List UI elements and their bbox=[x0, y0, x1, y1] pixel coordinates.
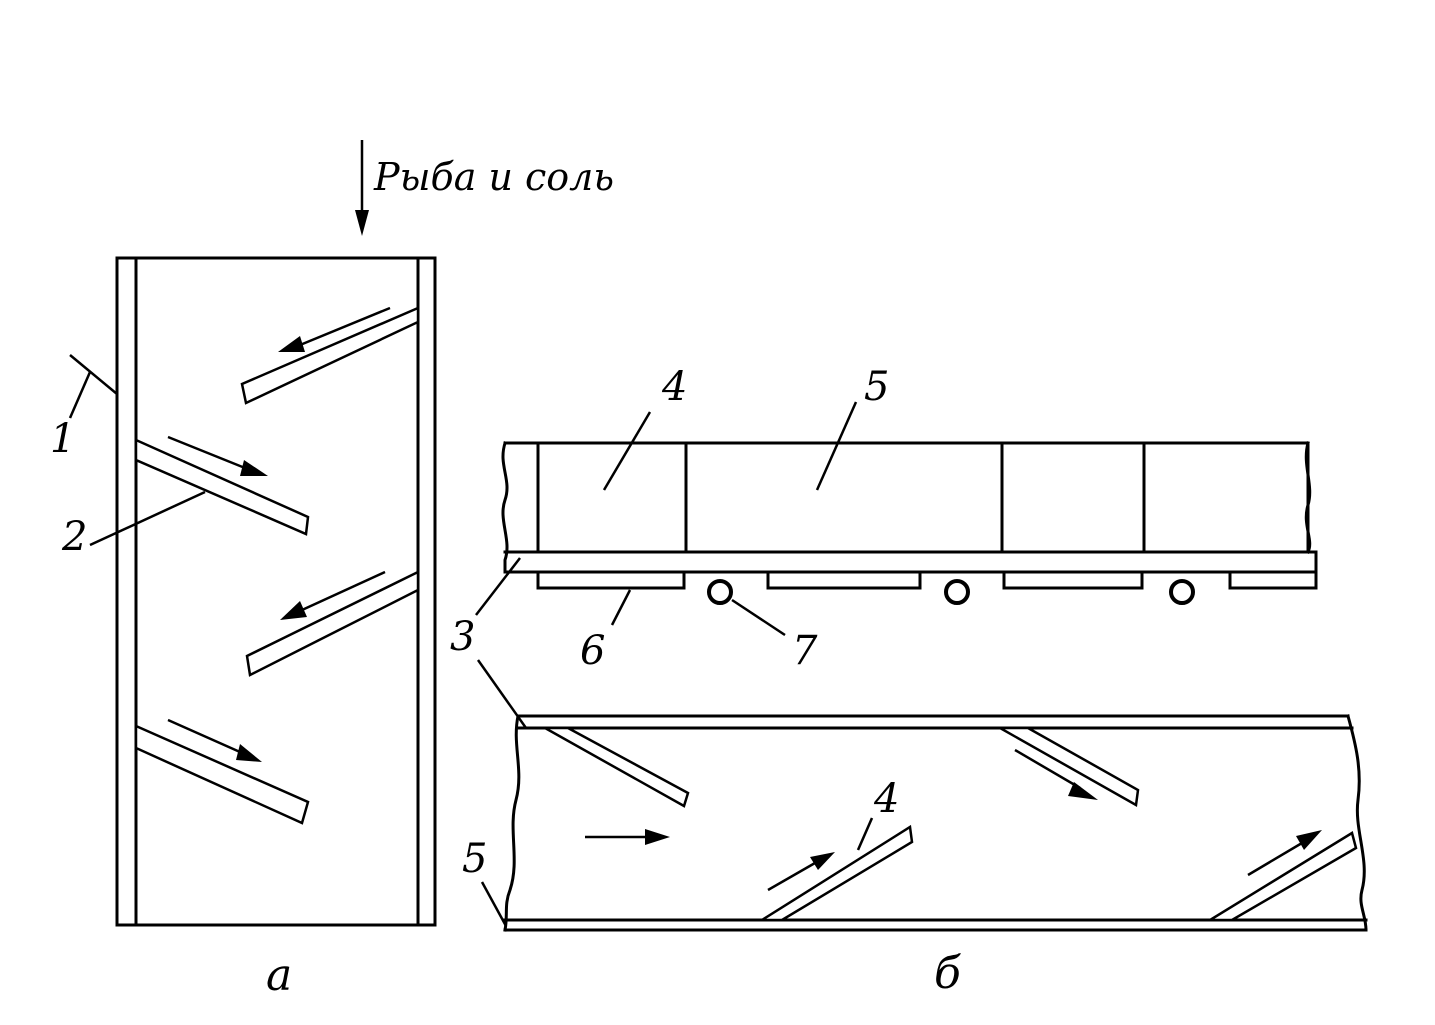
roller bbox=[944, 579, 970, 605]
support-plate bbox=[536, 570, 686, 590]
support-plate bbox=[1002, 570, 1144, 590]
panel-label-a: а bbox=[266, 950, 292, 1001]
support-plate bbox=[1228, 570, 1318, 590]
callout-leader-5-bottom bbox=[480, 881, 508, 927]
callout-label-2: 2 bbox=[61, 514, 87, 560]
plan-cut-edge-left bbox=[503, 714, 521, 932]
baffle-plate bbox=[134, 724, 310, 825]
flow-arrow bbox=[585, 829, 670, 845]
callout-label-4-bottom: 4 bbox=[873, 776, 899, 822]
panel-b-side-view: 4 5 6 7 3 bbox=[450, 364, 1318, 729]
flow-arrow bbox=[1247, 830, 1322, 877]
flow-arrow bbox=[167, 435, 268, 476]
callout-leader-2 bbox=[89, 490, 206, 547]
flow-arrow bbox=[767, 852, 835, 892]
panel-a-chute: Рыба и соль bbox=[50, 140, 614, 1001]
baffle-plate bbox=[134, 438, 310, 536]
guide-plate bbox=[540, 726, 690, 808]
callout-leader-1b bbox=[68, 371, 92, 419]
guide-plate bbox=[1205, 831, 1358, 922]
input-label: Рыба и соль bbox=[373, 155, 614, 199]
callout-leader-3-top bbox=[475, 557, 521, 616]
callout-leader-4 bbox=[602, 411, 652, 491]
flow-arrow bbox=[1014, 748, 1098, 800]
support-plate bbox=[766, 570, 922, 590]
cut-edge-left bbox=[501, 441, 509, 574]
roller bbox=[1169, 579, 1195, 605]
callout-label-1: 1 bbox=[50, 416, 75, 462]
baffle-plate bbox=[240, 306, 420, 405]
callout-leader-7 bbox=[731, 598, 786, 637]
callout-label-6: 6 bbox=[580, 628, 605, 674]
plan-cut-edge-right bbox=[1346, 714, 1368, 932]
callout-leader-6 bbox=[610, 589, 632, 626]
callout-label-5-top: 5 bbox=[864, 364, 889, 410]
roller bbox=[707, 579, 733, 605]
panel-b-plan-view: 4 5 б bbox=[462, 714, 1368, 999]
callout-leader-5 bbox=[815, 401, 858, 491]
callout-leader-4-bottom bbox=[856, 817, 874, 851]
flow-arrow bbox=[278, 306, 391, 352]
guide-plate bbox=[757, 824, 914, 922]
callout-label-4-top: 4 bbox=[661, 364, 687, 410]
guide-plate bbox=[995, 726, 1140, 807]
flow-arrow bbox=[167, 718, 262, 762]
panel-label-b: б bbox=[934, 948, 961, 999]
callout-label-7: 7 bbox=[792, 628, 818, 674]
callout-label-5-bottom: 5 bbox=[462, 836, 487, 882]
callout-label-3: 3 bbox=[450, 614, 475, 660]
cut-edge-right bbox=[1304, 441, 1312, 555]
chute-frame bbox=[115, 256, 437, 927]
input-flow-arrowhead bbox=[355, 210, 369, 236]
flow-arrow bbox=[280, 570, 386, 620]
baffle-plate bbox=[245, 569, 420, 677]
callout-leader-1 bbox=[69, 354, 118, 395]
